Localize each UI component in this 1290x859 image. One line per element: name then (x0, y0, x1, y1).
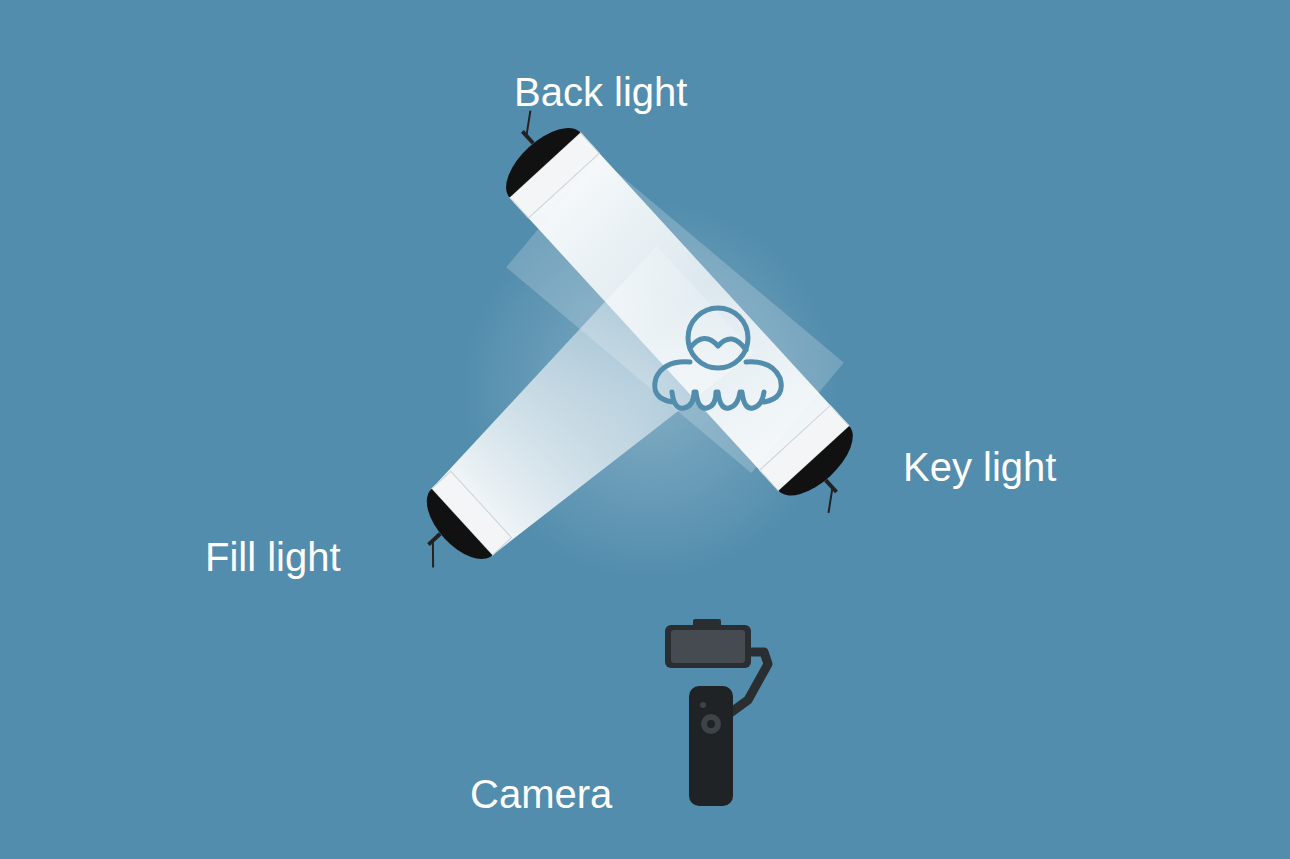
back-key-light-symbol (476, 96, 883, 528)
light-label: Fill light (205, 537, 341, 577)
subject-figure (655, 308, 782, 408)
camera-gimbal (665, 619, 768, 806)
light-label: Back light (514, 72, 687, 112)
camera-label: Camera (470, 774, 612, 814)
light-label: Key light (903, 447, 1056, 487)
